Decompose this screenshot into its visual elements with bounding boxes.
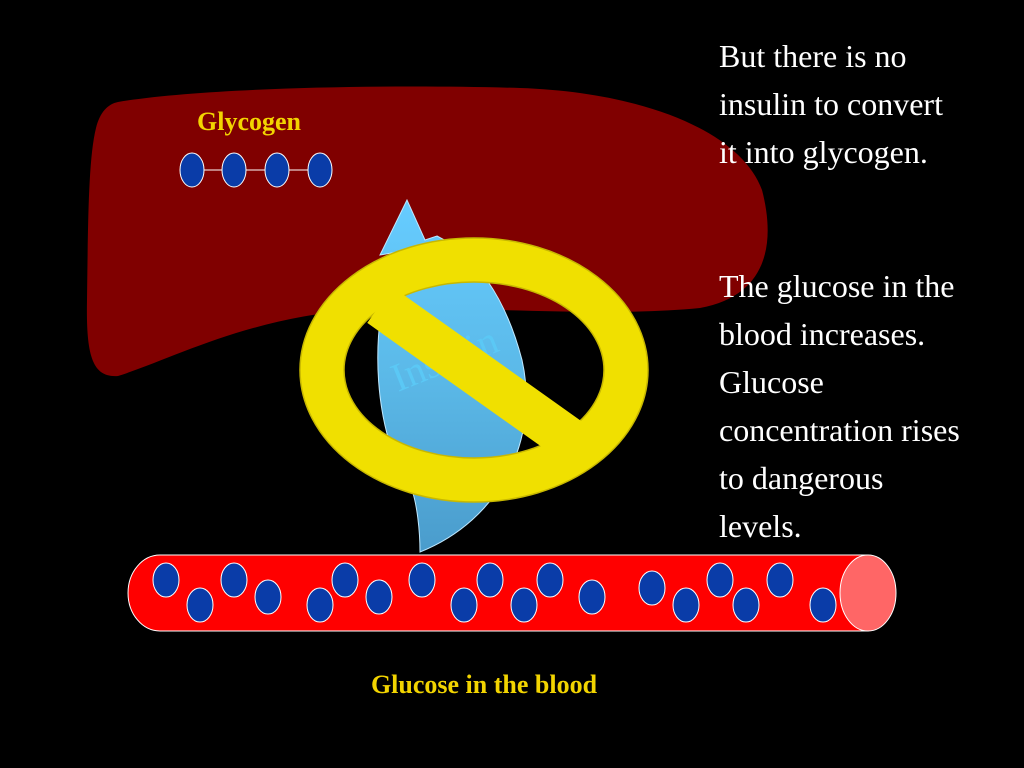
prohibition-ring-outline — [299, 237, 649, 503]
blood-glucose-molecule — [254, 579, 282, 615]
blood-label: Glucose in the blood — [371, 670, 598, 699]
prohibition-ring-inner-outline — [343, 281, 605, 459]
glycogen-glucose-bead — [221, 152, 247, 188]
blood-glucose-molecule — [152, 562, 180, 598]
blood-glucose-molecule — [732, 587, 760, 623]
blood-glucose-molecules — [152, 562, 837, 623]
no-insulin-note: But there is no insulin to convert it in… — [719, 38, 943, 170]
glycogen-chain — [179, 152, 333, 188]
blood-glucose-molecule — [536, 562, 564, 598]
prohibition-slash — [367, 287, 583, 458]
blood-glucose-molecule — [186, 587, 214, 623]
blood-glucose-molecule — [365, 579, 393, 615]
glucose-rises-note: The glucose in the blood increases. Gluc… — [719, 268, 960, 544]
blood-glucose-molecule — [638, 570, 666, 606]
blood-glucose-molecule — [331, 562, 359, 598]
blood-glucose-molecule — [706, 562, 734, 598]
blood-glucose-molecule — [450, 587, 478, 623]
blood-glucose-molecule — [672, 587, 700, 623]
blood-glucose-molecule — [809, 587, 837, 623]
blood-glucose-molecule — [306, 587, 334, 623]
blood-glucose-molecule — [476, 562, 504, 598]
blood-glucose-molecule — [220, 562, 248, 598]
blood-glucose-molecule — [766, 562, 794, 598]
glycogen-glucose-bead — [179, 152, 205, 188]
blood-vessel — [127, 554, 897, 632]
blood-glucose-molecule — [510, 587, 538, 623]
no-insulin-sign — [299, 237, 649, 503]
blood-glucose-molecule — [578, 579, 606, 615]
prohibition-ring — [300, 238, 648, 502]
glycogen-beads — [179, 152, 333, 188]
blood-glucose-molecule — [408, 562, 436, 598]
glycogen-glucose-bead — [264, 152, 290, 188]
glycogen-label: Glycogen — [197, 107, 302, 136]
glycogen-glucose-bead — [307, 152, 333, 188]
vessel-end — [839, 554, 897, 632]
